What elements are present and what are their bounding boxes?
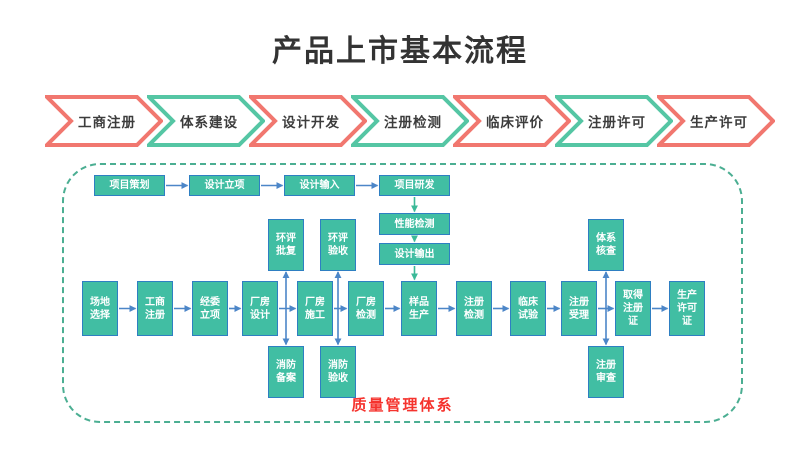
- node-scxkz: 生产许可证: [669, 281, 705, 336]
- chevron-arrow-shape: [351, 95, 469, 147]
- node-xmch: 项目策划: [94, 175, 165, 196]
- node-cfjc: 厂房检测: [348, 281, 384, 336]
- node-sjsc: 设计输出: [379, 243, 450, 265]
- node-jwlx: 经委立项: [192, 281, 228, 336]
- page-title: 产品上市基本流程: [272, 35, 528, 68]
- process-stage: 注册许可: [555, 95, 673, 147]
- stage-label: 临床评价: [486, 115, 544, 130]
- stage-label: 体系建设: [180, 115, 238, 130]
- stage-label: 注册检测: [384, 115, 442, 130]
- node-ypsc: 样品生产: [401, 281, 437, 336]
- process-stage-bar: 工商注册 体系建设 设计开发 注册检测 临床评价 注册许可 生产许可: [45, 95, 775, 147]
- chevron-arrow-shape: [147, 95, 265, 147]
- node-hpys: 环评验收: [320, 219, 356, 271]
- stage-label: 注册许可: [588, 115, 646, 130]
- node-sjsr: 设计输入: [284, 175, 355, 196]
- node-gszc: 工商注册: [137, 281, 173, 336]
- node-hppf: 环评批复: [268, 219, 304, 271]
- process-stage: 工商注册: [45, 95, 163, 147]
- node-zcsl: 注册受理: [561, 281, 597, 336]
- node-cdxz: 场地选择: [82, 281, 118, 336]
- node-txhc: 体系核查: [588, 219, 624, 271]
- process-stage: 注册检测: [351, 95, 469, 147]
- chevron-arrow-shape: [249, 95, 367, 147]
- node-xmyf: 项目研发: [379, 175, 450, 196]
- process-stage: 临床评价: [453, 95, 571, 147]
- qms-container: 质量管理体系: [62, 163, 743, 423]
- stage-label: 工商注册: [78, 115, 136, 130]
- node-xfba: 消防备案: [268, 346, 304, 398]
- node-cfsj: 厂房设计: [242, 281, 278, 336]
- node-lcsy: 临床试验: [510, 281, 546, 336]
- stage-label: 生产许可: [690, 115, 748, 130]
- process-stage: 设计开发: [249, 95, 367, 147]
- node-sjlx: 设计立项: [189, 175, 260, 196]
- stage-label: 设计开发: [282, 115, 340, 130]
- node-zcsc: 注册审查: [588, 346, 624, 398]
- chevron-arrow-shape: [555, 95, 673, 147]
- chevron-arrow-shape: [657, 95, 775, 147]
- node-qdzcz: 取得注册证: [615, 281, 651, 336]
- process-stage: 生产许可: [657, 95, 775, 147]
- qms-label: 质量管理体系: [351, 397, 454, 414]
- node-cfsg: 厂房施工: [297, 281, 333, 336]
- process-stage: 体系建设: [147, 95, 265, 147]
- node-xnjc: 性能检测: [379, 213, 450, 235]
- node-xfys: 消防验收: [320, 346, 356, 398]
- node-zcjc: 注册检测: [456, 281, 492, 336]
- chevron-arrow-shape: [45, 95, 163, 147]
- chevron-arrow-shape: [453, 95, 571, 147]
